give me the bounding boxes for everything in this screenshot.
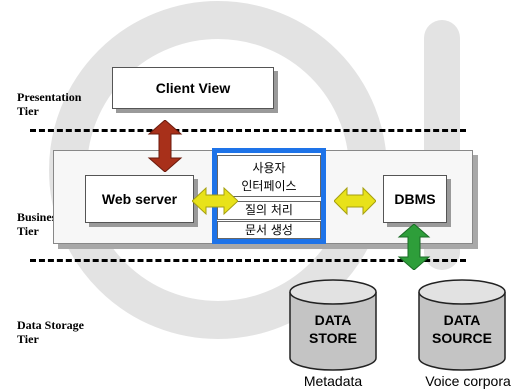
client-view-label: Client View — [155, 80, 231, 96]
data-store-cylinder — [289, 279, 377, 371]
dbms-label: DBMS — [394, 191, 436, 207]
metadata-caption: Metadata — [303, 373, 363, 389]
tier-divider-bottom — [30, 259, 466, 262]
voice-corpora-caption: Voice corpora — [425, 373, 511, 389]
data-store-label: DATA STORE — [309, 312, 357, 346]
arrow-webserver-modules — [192, 186, 238, 216]
web-server-label: Web server — [101, 191, 178, 207]
web-server-box: Web server — [85, 175, 194, 223]
arrow-client-webserver — [147, 120, 183, 172]
module-query-processing: 질의 처리 — [217, 201, 321, 220]
tier-divider-top — [30, 129, 466, 132]
client-view-box: Client View — [112, 67, 274, 109]
arrow-dbms-storage — [397, 224, 431, 270]
arrow-modules-dbms — [334, 186, 376, 216]
data-source-cylinder — [418, 279, 506, 371]
dbms-box: DBMS — [383, 175, 447, 223]
module-document-generation: 문서 생성 — [217, 221, 321, 239]
data-source-label: DATA SOURCE — [432, 312, 492, 346]
